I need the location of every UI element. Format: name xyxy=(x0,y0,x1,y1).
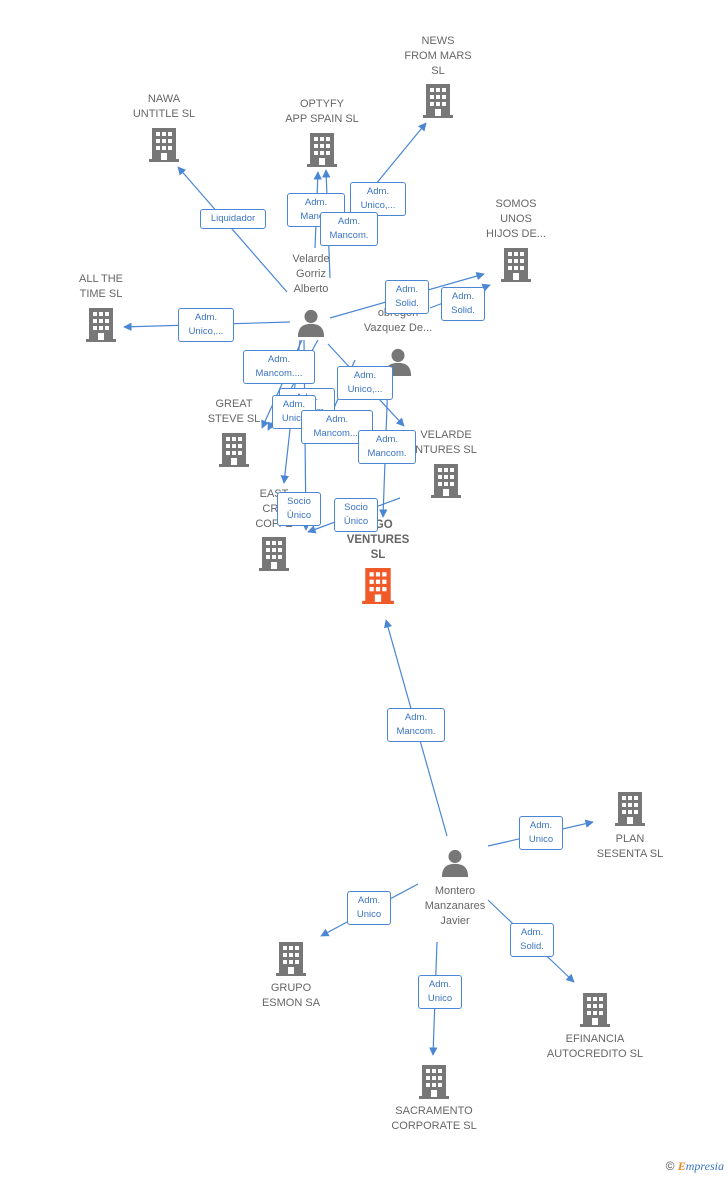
copyright-symbol: © xyxy=(665,1159,675,1173)
relation-label[interactable]: Adm. Unico xyxy=(418,975,462,1009)
relation-label[interactable]: Adm. Unico xyxy=(519,816,563,850)
company-label[interactable]: ALL THE TIME SL xyxy=(78,273,124,300)
building-icon[interactable] xyxy=(362,568,394,604)
empresia-logo[interactable]: Empresia xyxy=(677,1159,724,1173)
relation-label[interactable]: Adm. Solid. xyxy=(441,287,485,321)
company-label[interactable]: PLAN SESENTA SL xyxy=(596,833,664,860)
building-icon[interactable] xyxy=(86,308,116,342)
relation-label[interactable]: Liquidador xyxy=(200,209,266,229)
company-label[interactable]: SACRAMENTO CORPORATE SL xyxy=(391,1105,477,1132)
building-icon[interactable] xyxy=(501,248,531,282)
person-icon[interactable] xyxy=(441,849,469,877)
building-icon[interactable] xyxy=(276,942,306,976)
person-label[interactable]: Montero Manzanares Javier xyxy=(424,885,486,927)
person-icon[interactable] xyxy=(297,309,325,337)
building-icon[interactable] xyxy=(580,993,610,1027)
relation-label[interactable]: Adm. Unico,... xyxy=(350,182,406,216)
relation-label[interactable]: Adm. Mancom. xyxy=(320,212,378,246)
footer-credit: © Empresia xyxy=(666,1159,724,1174)
company-label[interactable]: SOMOS UNOS HIJOS DE... xyxy=(486,198,546,240)
building-icon[interactable] xyxy=(419,1065,449,1099)
company-label[interactable]: OPTYFY APP SPAIN SL xyxy=(285,98,359,125)
relation-label[interactable]: Adm. Mancom. xyxy=(358,430,416,464)
person-label[interactable]: Velarde Gorriz Alberto xyxy=(292,253,330,295)
company-label[interactable]: NEWS FROM MARS SL xyxy=(404,35,472,77)
building-icon[interactable] xyxy=(423,84,453,118)
relation-edge xyxy=(177,166,288,293)
relation-label[interactable]: Adm. Mancom. xyxy=(387,708,445,742)
building-icon[interactable] xyxy=(219,433,249,467)
relation-label[interactable]: Adm. Unico,... xyxy=(178,308,234,342)
relation-label[interactable]: Adm. Mancom.... xyxy=(243,350,315,384)
relation-label[interactable]: Adm. Solid. xyxy=(385,280,429,314)
relation-label[interactable]: Socio Único xyxy=(277,492,321,526)
building-icon[interactable] xyxy=(259,537,289,571)
building-icon[interactable] xyxy=(431,464,461,498)
company-label[interactable]: VELARDE NTURES SL xyxy=(415,429,477,456)
company-label[interactable]: GRUPO ESMON SA xyxy=(261,982,321,1009)
company-label[interactable]: NAWA UNTITLE SL xyxy=(132,93,196,120)
company-label[interactable]: GREAT STEVE SL xyxy=(207,398,261,425)
relation-label[interactable]: Adm. Solid. xyxy=(510,923,554,957)
relation-label[interactable]: Adm. Unico,... xyxy=(337,366,393,400)
relation-label[interactable]: Socio Único xyxy=(334,498,378,532)
relation-label[interactable]: Adm. Unico xyxy=(347,891,391,925)
building-icon[interactable] xyxy=(615,792,645,826)
building-icon[interactable] xyxy=(149,128,179,162)
building-icon[interactable] xyxy=(307,133,337,167)
company-label[interactable]: EFINANCIA AUTOCREDITO SL xyxy=(546,1033,644,1060)
